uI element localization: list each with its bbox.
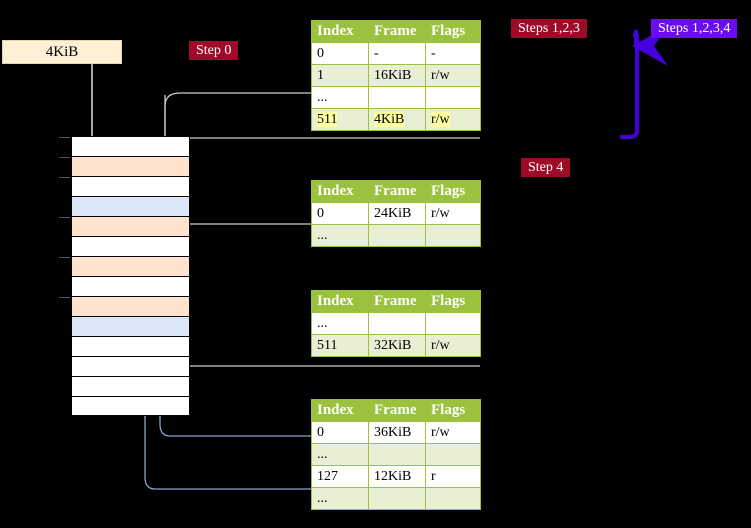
table-row: ...	[311, 443, 481, 466]
cell-index: ...	[311, 86, 369, 109]
cell-frame	[368, 443, 426, 466]
memory-block-3	[71, 196, 190, 216]
cell-index: 511	[311, 334, 369, 357]
cell-flags	[425, 224, 481, 247]
highlighted-value: r/w	[431, 111, 450, 127]
table-row: 0--	[311, 42, 481, 65]
cell-frame: 32KiB	[368, 334, 426, 357]
cell-flags	[425, 312, 481, 335]
table-row: ...	[311, 86, 481, 109]
cell-flags: r	[425, 465, 481, 488]
memory-tick-6	[59, 257, 70, 258]
table-row: ...	[311, 487, 481, 510]
memory-block-4	[59, 216, 190, 236]
memory-block-6	[59, 256, 190, 276]
memory-block-2	[59, 176, 190, 196]
cell-flags	[425, 86, 481, 109]
cell-frame: 16KiB	[368, 64, 426, 87]
cell-frame	[368, 224, 426, 247]
cell-index: 0	[311, 202, 369, 225]
memory-tick-2	[59, 177, 70, 178]
cell-frame: 4KiB	[368, 108, 426, 131]
size-label-4kib: 4KiB	[2, 40, 122, 64]
column-header-index: Index	[311, 290, 369, 313]
column-header-index: Index	[311, 180, 369, 203]
cell-frame	[368, 487, 426, 510]
cell-frame: 12KiB	[368, 465, 426, 488]
cell-flags: r/w	[425, 202, 481, 225]
cell-index: 0	[311, 42, 369, 65]
memory-block-10	[71, 336, 190, 356]
cell-frame: -	[368, 42, 426, 65]
column-header-flags: Flags	[425, 290, 481, 313]
column-header-flags: Flags	[425, 180, 481, 203]
column-header-index: Index	[311, 20, 369, 43]
cell-flags	[425, 487, 481, 510]
cell-index: 511	[311, 108, 369, 131]
cell-index: 0	[311, 421, 369, 444]
cell-flags	[425, 443, 481, 466]
cell-frame	[368, 312, 426, 335]
cell-frame: 24KiB	[368, 202, 426, 225]
memory-tick-4	[59, 217, 70, 218]
cell-frame	[368, 86, 426, 109]
memory-block-9	[71, 316, 190, 336]
cell-flags: r/w	[425, 421, 481, 444]
badge-step-4: Step 4	[521, 158, 571, 177]
column-header-frame: Frame	[368, 180, 426, 203]
memory-block-7	[71, 276, 190, 296]
cell-index: 1	[311, 64, 369, 87]
cell-flags: -	[425, 42, 481, 65]
column-header-frame: Frame	[368, 20, 426, 43]
cell-flags: r/w	[425, 108, 481, 131]
cell-index: ...	[311, 312, 369, 335]
column-header-flags: Flags	[425, 20, 481, 43]
physical-memory-column	[59, 136, 190, 416]
table-row: ...	[311, 312, 481, 335]
memory-block-8	[59, 296, 190, 316]
memory-block-11	[71, 356, 190, 376]
highlighted-value: 511	[317, 111, 338, 127]
cell-frame: 36KiB	[368, 421, 426, 444]
memory-tick-0	[59, 137, 70, 138]
badge-steps-1-2-3-4: Steps 1,2,3,4	[651, 19, 738, 38]
memory-block-5	[71, 236, 190, 256]
memory-block-13	[71, 396, 190, 416]
table-row: ...	[311, 224, 481, 247]
cell-flags: r/w	[425, 334, 481, 357]
badge-steps-1-2-3: Steps 1,2,3	[511, 19, 587, 38]
column-header-flags: Flags	[425, 399, 481, 422]
badge-step-0: Step 0	[189, 41, 239, 60]
cell-index: 127	[311, 465, 369, 488]
cell-index: ...	[311, 487, 369, 510]
highlighted-value: 4KiB	[374, 111, 405, 127]
column-header-frame: Frame	[368, 399, 426, 422]
memory-tick-1	[59, 157, 70, 158]
memory-block-1	[59, 156, 190, 176]
cell-flags: r/w	[425, 64, 481, 87]
memory-tick-8	[59, 297, 70, 298]
cell-index: ...	[311, 443, 369, 466]
column-header-frame: Frame	[368, 290, 426, 313]
column-header-index: Index	[311, 399, 369, 422]
cell-index: ...	[311, 224, 369, 247]
memory-block-12	[71, 376, 190, 396]
memory-block-0	[59, 136, 190, 156]
table-row: 511 4KiB r/w	[311, 108, 481, 131]
